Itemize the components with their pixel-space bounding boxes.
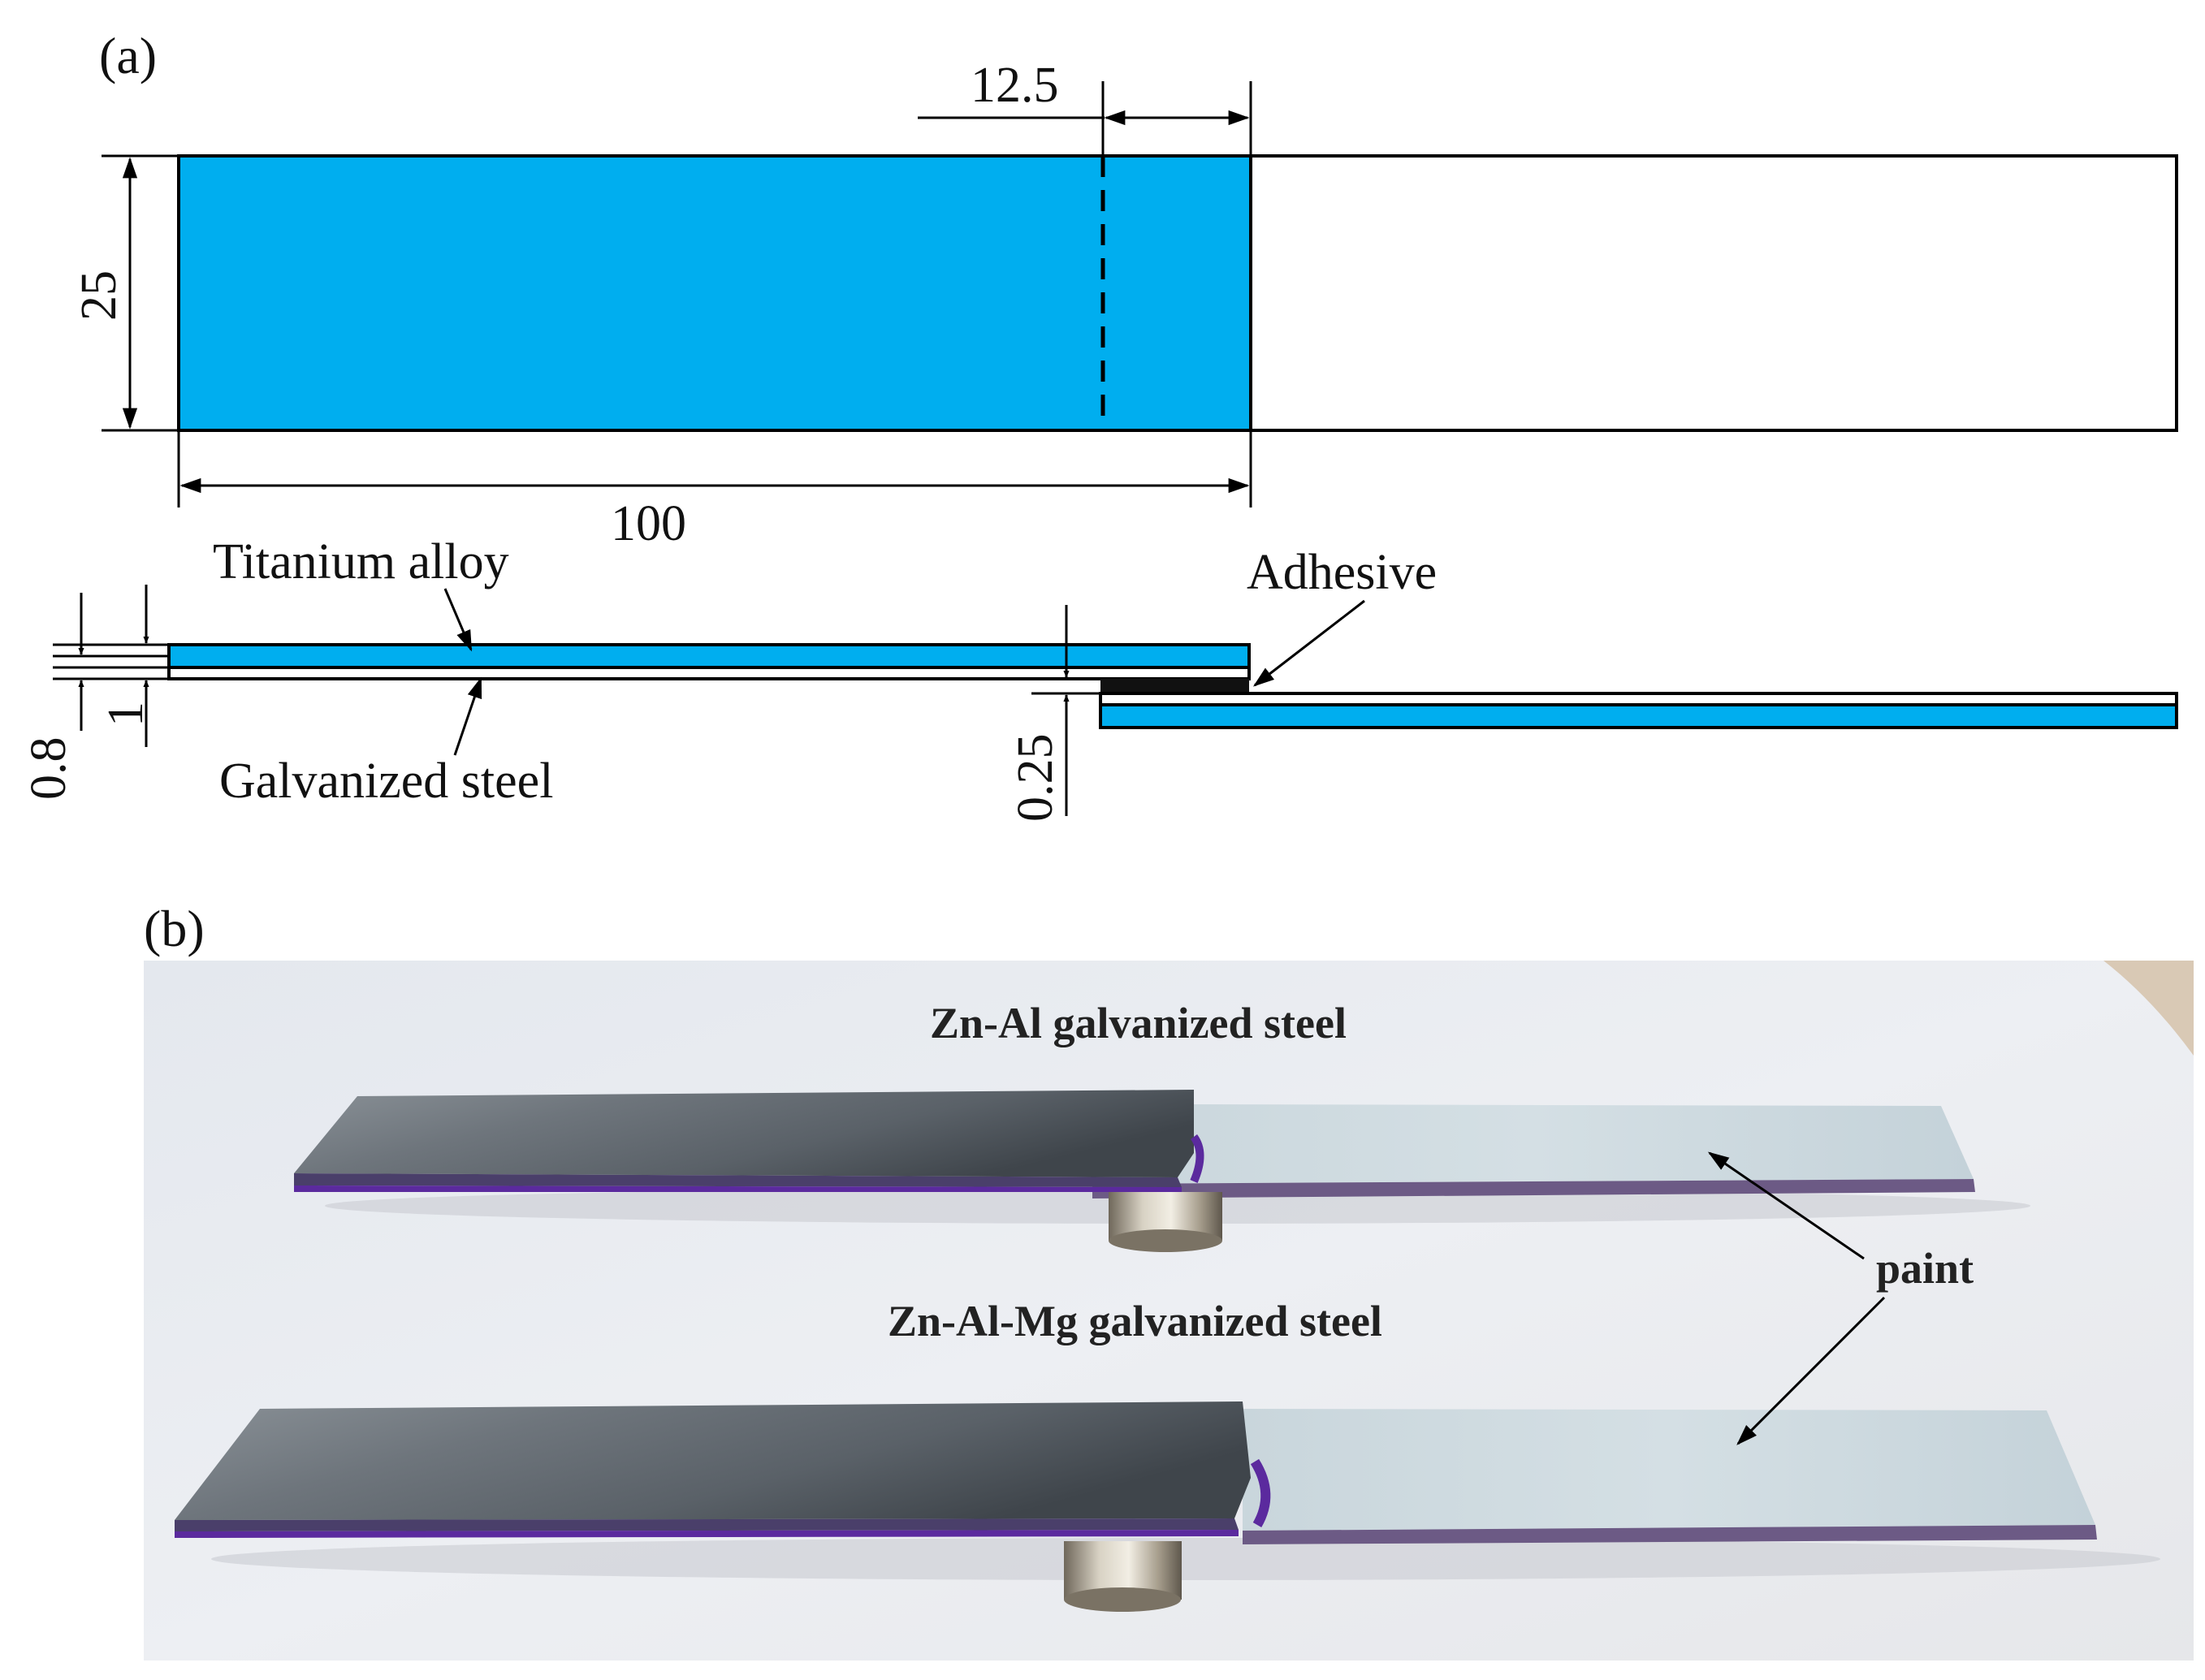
dim-overlap: 12.5 xyxy=(918,58,1252,154)
dim-width: 25 xyxy=(71,154,177,432)
dim-steel-thickness-label: 1 xyxy=(98,702,153,727)
panel-b: (b) Zn-Al galvanized steel xyxy=(144,900,2194,1661)
titanium-sheet-left xyxy=(167,643,1251,669)
specimen-zn-al-mg: Zn-Al-Mg galvanized steel xyxy=(175,1297,2160,1612)
dim-length: 100 xyxy=(177,432,1252,551)
adhesive-callout-label: Adhesive xyxy=(1247,545,1437,600)
panel-a: (a) 12.5 25 100 xyxy=(21,27,2178,822)
titanium-sheet-right xyxy=(1099,703,2178,729)
paint-edge xyxy=(294,1186,1182,1192)
titanium-strip-edge xyxy=(175,1518,1239,1531)
titanium-callout-label: Titanium alloy xyxy=(213,534,509,590)
steel-callout-label: Galvanized steel xyxy=(219,754,553,809)
specimen-zn-al: Zn-Al galvanized steel xyxy=(294,999,2030,1252)
dim-width-label: 25 xyxy=(71,270,127,321)
titanium-strip xyxy=(294,1090,1194,1177)
paint-mark xyxy=(1250,1458,1271,1528)
dim-length-label: 100 xyxy=(611,496,686,551)
dim-adhesive-label: 0.25 xyxy=(1008,734,1063,823)
paint-leader-bottom xyxy=(1736,1296,1886,1445)
titanium-strip xyxy=(175,1401,1251,1520)
zn-al-label: Zn-Al galvanized steel xyxy=(930,999,1347,1047)
side-view xyxy=(167,643,2178,729)
paint-label: paint xyxy=(1876,1244,1974,1293)
top-view xyxy=(177,154,2178,432)
dim-ti-thickness-label: 0.8 xyxy=(21,737,76,801)
titanium-strip-edge xyxy=(294,1173,1182,1187)
titanium-leader xyxy=(443,588,473,652)
callouts: Titanium alloy Galvanized steel Adhesive xyxy=(213,534,1437,809)
steel-sheet-right xyxy=(1099,692,2178,706)
paint-leader-top xyxy=(1707,1151,1865,1260)
steel-strip xyxy=(1243,1409,2095,1531)
paint-edge xyxy=(175,1530,1239,1538)
fixture-cylinder-base xyxy=(1109,1229,1222,1252)
dim-overlap-label: 12.5 xyxy=(971,58,1059,113)
dim-thickness: 0.8 1 xyxy=(21,585,169,800)
steel-sheet-left xyxy=(167,666,1251,680)
dim-adhesive: 0.25 xyxy=(1008,605,1100,822)
paint-mark xyxy=(1190,1134,1204,1183)
steel-strip-edge xyxy=(1243,1525,2097,1544)
fixture-cylinder-base xyxy=(1064,1587,1181,1612)
photo: Zn-Al galvanized steel Zn-Al-Mg galvaniz… xyxy=(144,961,2194,1661)
photo-corner-shadow xyxy=(2103,961,2194,1056)
adhesive-layer xyxy=(1100,679,1249,693)
titanium-plate-top-view xyxy=(177,154,1252,432)
specimen-shadow xyxy=(211,1538,2160,1580)
adhesive-leader xyxy=(1252,599,1365,687)
steel-strip xyxy=(1092,1104,1974,1184)
panel-b-label: (b) xyxy=(144,900,205,957)
steel-leader xyxy=(453,676,482,756)
panel-a-label: (a) xyxy=(99,27,157,84)
zn-al-mg-label: Zn-Al-Mg galvanized steel xyxy=(888,1297,1382,1345)
paint-callout: paint xyxy=(1707,1151,1974,1445)
